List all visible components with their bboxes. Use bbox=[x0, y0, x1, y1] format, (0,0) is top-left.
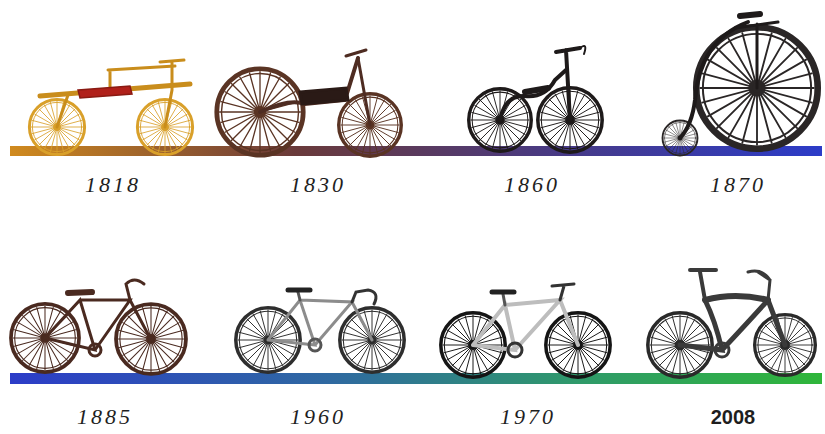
draisine bbox=[29, 60, 192, 155]
year-label: 1830 bbox=[290, 174, 346, 196]
timeline-bar bbox=[10, 373, 822, 384]
year-label: 1818 bbox=[85, 174, 141, 196]
modern-bike bbox=[648, 270, 816, 377]
year-label: 2008 bbox=[711, 407, 756, 427]
velocipede bbox=[469, 46, 602, 152]
year-label: 1960 bbox=[290, 406, 346, 428]
safety-bicycle bbox=[11, 280, 186, 374]
penny-farthing bbox=[663, 14, 818, 155]
year-label: 1885 bbox=[77, 406, 133, 428]
year-label: 1870 bbox=[710, 174, 766, 196]
year-label: 1970 bbox=[500, 406, 556, 428]
hobby-horse bbox=[217, 50, 402, 156]
timeline-bar bbox=[10, 146, 822, 156]
road-bike bbox=[236, 290, 404, 372]
mountain-bike bbox=[441, 284, 610, 377]
year-label: 1860 bbox=[504, 174, 560, 196]
